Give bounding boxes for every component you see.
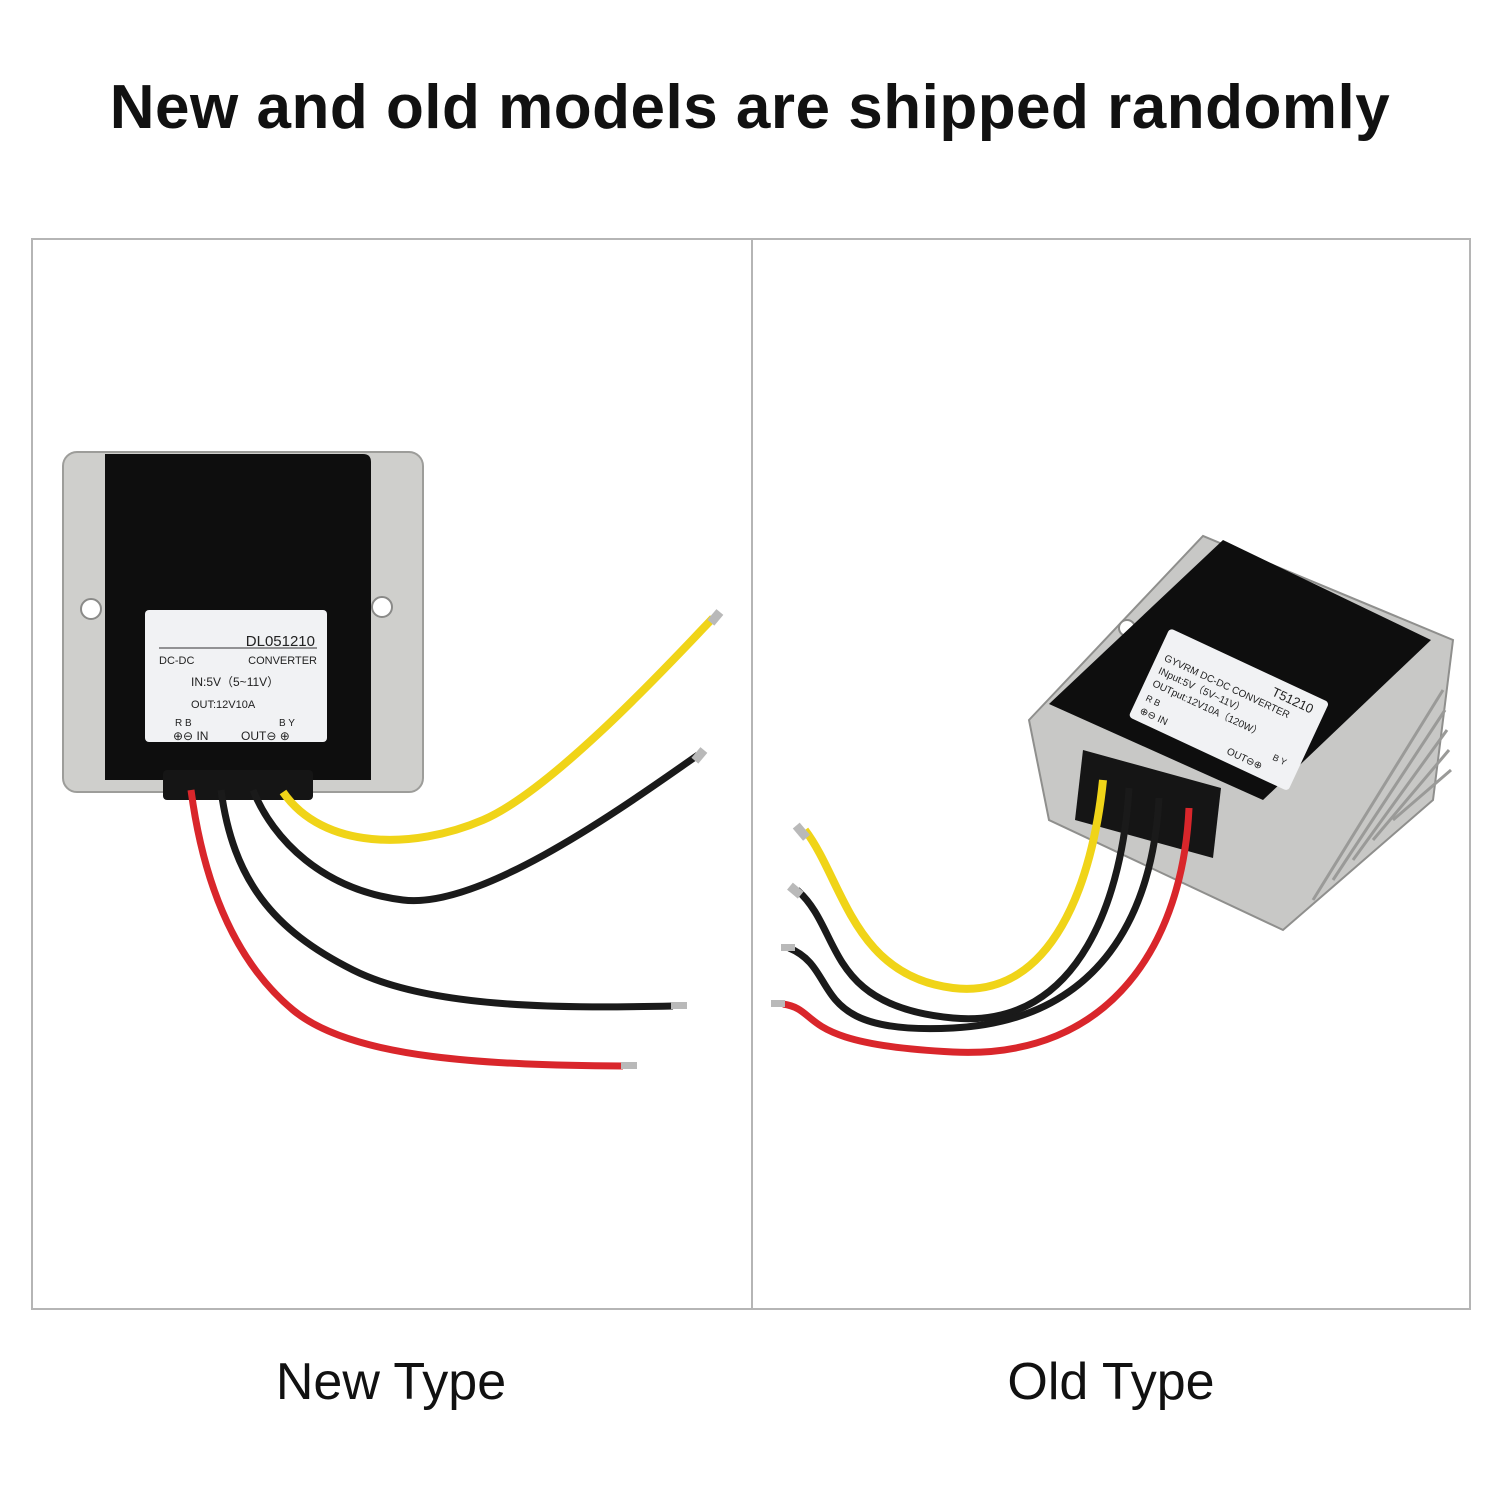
black-wire-old-1 xyxy=(794,787,1133,1023)
red-wire-new xyxy=(187,789,624,1070)
black-wire-tip xyxy=(671,1002,687,1009)
panel-divider xyxy=(751,240,753,1308)
yellow-wire-tip xyxy=(792,822,810,841)
new-type-panel: DL051210 DC-DC CONVERTER IN:5V（5~11V） OU… xyxy=(33,240,751,1308)
black-wire-old-2 xyxy=(787,797,1163,1033)
red-wire-tip xyxy=(771,1000,785,1007)
yellow-wire-old xyxy=(801,779,1107,993)
mounting-hole-right xyxy=(371,596,393,618)
label-converter: CONVERTER xyxy=(248,655,317,667)
label-output: OUT:12V10A xyxy=(191,699,256,711)
old-type-panel: T51210 GYVRM DC-DC CONVERTER INput:5V（5V… xyxy=(753,240,1469,1308)
spec-label xyxy=(145,610,327,742)
black-wire-tip-1 xyxy=(787,882,804,899)
yellow-wire-tip xyxy=(707,609,724,626)
label-dcdc: DC-DC xyxy=(159,655,194,667)
heatsink-fins xyxy=(1311,689,1452,901)
cable-boot xyxy=(163,770,313,800)
label-input: IN:5V（5~11V） xyxy=(191,675,279,689)
old-type-converter-photo: T51210 GYVRM DC-DC CONVERTER INput:5V（5V… xyxy=(771,534,1455,1056)
headline: New and old models are shipped randomly xyxy=(109,73,1391,142)
label-pins-right: B Y xyxy=(279,718,295,729)
label-pins-out: OUT⊖ ⊕ xyxy=(241,729,290,743)
red-wire-old xyxy=(782,807,1193,1056)
model-number: DL051210 xyxy=(246,633,315,650)
black-wire-tip-2 xyxy=(691,747,708,764)
new-type-caption: New Type xyxy=(275,1353,507,1411)
black-wire-short-new xyxy=(249,752,700,905)
yellow-wire-new xyxy=(279,615,716,844)
black-wire-tip-2 xyxy=(781,944,795,951)
label-pins-in: ⊕⊖ IN xyxy=(173,729,208,743)
new-type-converter-photo: DL051210 DC-DC CONVERTER IN:5V（5~11V） OU… xyxy=(62,451,724,1070)
spec-label xyxy=(1129,629,1329,790)
old-type-caption: Old Type xyxy=(1007,1353,1215,1411)
mounting-hole-left xyxy=(80,598,102,620)
black-wire-long-new xyxy=(217,789,674,1011)
red-wire-tip xyxy=(621,1062,637,1069)
comparison-panels: DL051210 DC-DC CONVERTER IN:5V（5~11V） OU… xyxy=(31,238,1471,1310)
label-pins-left: R B xyxy=(175,718,192,729)
